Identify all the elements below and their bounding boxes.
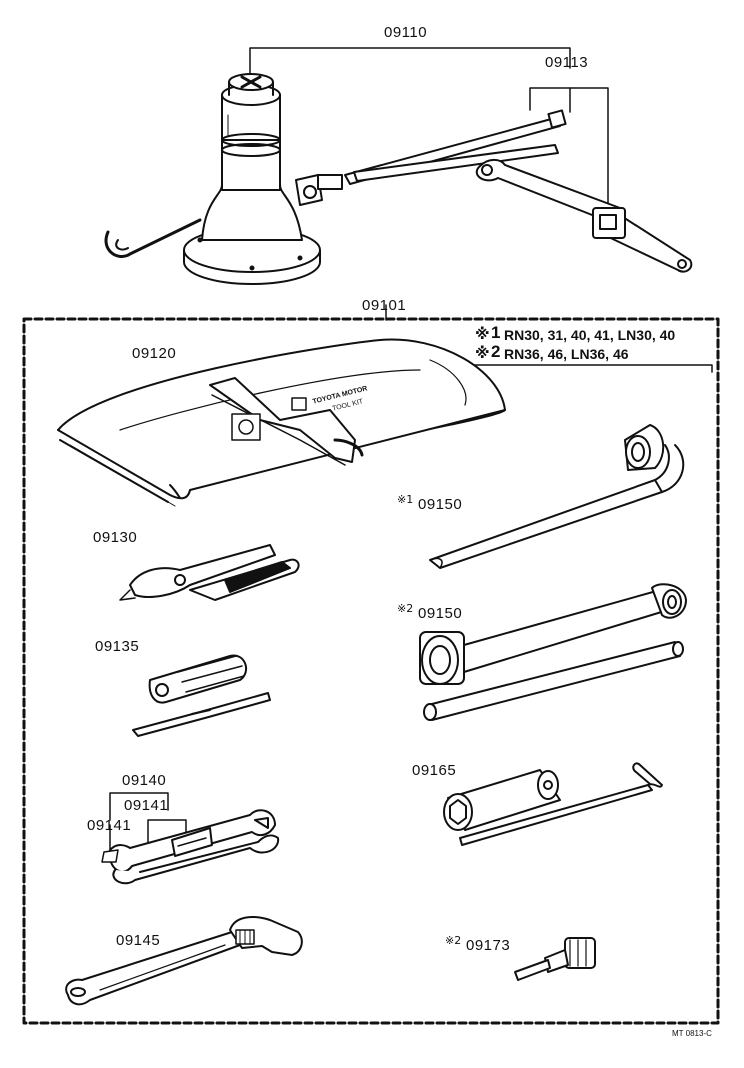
drawing-code: MT 0813-C — [672, 1029, 712, 1038]
note-2-text: RN36, 46, LN36, 46 — [504, 346, 629, 362]
note-1-number: 1 — [491, 323, 501, 342]
label-tool-kit: 09101 — [362, 297, 407, 314]
label-lug-wrench-1: 09150 — [418, 496, 463, 513]
adjustable-wrench-drawing — [65, 916, 303, 1006]
note-1-mark: ※ — [475, 325, 490, 343]
label-wrench-a: 09141 — [124, 797, 169, 814]
sup-mark-2b: ※2 — [445, 934, 462, 947]
note-1-text: RN30, 31, 40, 41, LN30, 40 — [504, 327, 676, 343]
tool-09173-drawing — [514, 937, 596, 981]
tool-bag-drawing — [57, 338, 506, 507]
label-wrench-b: 09141 — [87, 817, 132, 834]
label-jack: 09110 — [384, 24, 428, 41]
wrench-set-drawing — [101, 809, 280, 885]
screwdriver-drawing — [132, 654, 271, 737]
label-plug-wrench: 09165 — [412, 762, 457, 779]
leader-lines-top — [249, 47, 609, 211]
jack-drawing — [104, 73, 343, 285]
kit-border — [22, 304, 720, 1025]
lug-wrench-1-drawing — [429, 424, 685, 569]
label-tool-bag: 09120 — [132, 345, 177, 362]
note-2-number: 2 — [491, 342, 501, 361]
label-jack-handle: 09113 — [545, 54, 589, 71]
sup-mark-1: ※1 — [397, 493, 414, 506]
label-wrench-set: 09140 — [122, 772, 167, 789]
sup-mark-2a: ※2 — [397, 602, 414, 615]
note-2-mark: ※ — [475, 344, 490, 362]
label-lug-wrench-2: 09150 — [418, 605, 463, 622]
label-pliers: 09130 — [93, 529, 138, 546]
label-adjustable-wrench: 09145 — [116, 932, 161, 949]
plug-wrench-drawing — [443, 762, 663, 846]
jack-handle-drawing — [344, 109, 693, 273]
label-tool-09173: 09173 — [466, 937, 511, 954]
label-screwdriver: 09135 — [95, 638, 140, 655]
lug-wrench-2-drawing — [419, 583, 687, 721]
pliers-drawing — [119, 544, 300, 601]
